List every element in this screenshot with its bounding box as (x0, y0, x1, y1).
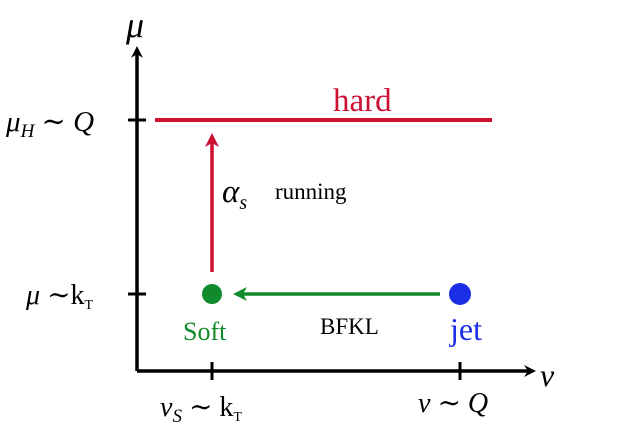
x-tick-label-soft: νS ∼ kT (160, 392, 242, 427)
bfkl-label: BFKL (320, 314, 379, 339)
y-axis-label: μ (125, 5, 144, 45)
x-axis-label: ν (540, 357, 555, 393)
jet-point (449, 283, 471, 305)
y-tick-label-hard: μH ∼ Q (5, 106, 94, 142)
running-label: running (275, 179, 347, 204)
jet-label: jet (449, 311, 482, 347)
x-tick-label-jet: ν ∼ Q (418, 388, 488, 419)
alpha-s-label: αs (222, 174, 247, 214)
soft-label: Soft (183, 317, 227, 346)
soft-point (202, 284, 222, 304)
y-tick-label-kt: μ ∼kT (25, 280, 94, 313)
hard-label: hard (333, 83, 392, 119)
